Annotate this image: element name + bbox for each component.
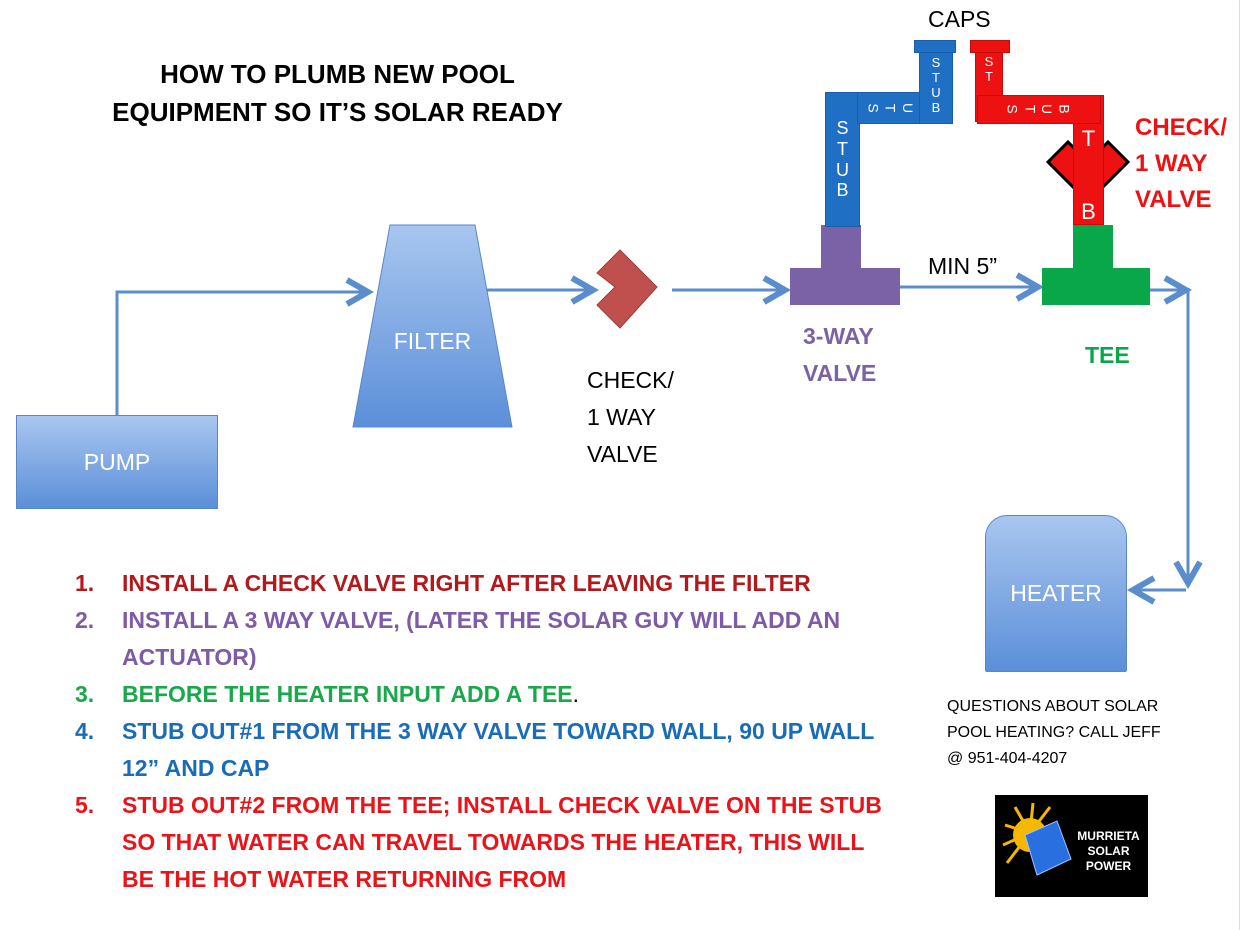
stub-letter: U xyxy=(1039,104,1056,115)
stub-letter: S xyxy=(984,54,994,69)
stub-letter: T xyxy=(1021,105,1038,114)
min-distance-label: MIN 5” xyxy=(928,253,997,279)
label-line: 1 WAY xyxy=(1135,150,1208,177)
tee-stem xyxy=(1073,225,1113,269)
step-2: 2. INSTALL A 3 WAY VALVE, (LATER THE SOLA… xyxy=(75,602,915,676)
murrieta-solar-logo: MURRIETA SOLAR POWER xyxy=(995,795,1148,897)
logo-text: SOLAR POWER xyxy=(1085,844,1132,873)
step-number: 2. xyxy=(75,607,95,633)
tee xyxy=(1042,268,1150,305)
label-line: CHECK/ xyxy=(1135,114,1228,141)
pump-box: PUMP xyxy=(16,415,218,509)
step-3: 3. BEFORE THE HEATER INPUT ADD A TEE. xyxy=(75,676,915,713)
pump-label: PUMP xyxy=(83,448,151,475)
heater-box: HEATER xyxy=(985,515,1127,672)
stub-letter: U xyxy=(900,102,916,114)
step-4: 4. STUB OUT#1 FROM THE 3 WAY VALVE TOWARD… xyxy=(75,713,915,787)
heater-label: HEATER xyxy=(1010,580,1102,606)
title-line: HOW TO PLUMB NEW POOL xyxy=(160,59,515,89)
stub-letter: U xyxy=(931,85,941,100)
three-way-valve xyxy=(790,268,900,305)
step-number: 3. xyxy=(75,681,95,707)
stub-letter: S xyxy=(931,55,941,71)
three-way-label: 3-WAY VALVE xyxy=(803,318,876,392)
stub-letter: B xyxy=(1057,104,1074,115)
check-valve-red-label: CHECK/ 1 WAY VALVE xyxy=(1135,110,1227,218)
contact-text: QUESTIONS ABOUT SOLAR POOL HEATING? CALL… xyxy=(947,694,1161,772)
tee-label: TEE xyxy=(1085,342,1130,368)
step-text: INSTALL A 3 WAY VALVE, (LATER THE SOLAR … xyxy=(122,607,841,670)
stub-letter: B xyxy=(931,99,941,115)
contact-line: QUESTIONS ABOUT SOLAR xyxy=(947,698,1159,715)
cap-2 xyxy=(970,40,1010,53)
step-text: STUB OUT#1 FROM THE 3 WAY VALVE TOWARD W… xyxy=(122,718,874,781)
step-number: 4. xyxy=(75,718,95,744)
stub-letter: T xyxy=(837,138,848,159)
step-text: BEFORE THE HEATER INPUT ADD A TEE xyxy=(122,681,573,707)
label-line: 1 WAY xyxy=(587,404,657,430)
step-text: INSTALL A CHECK VALVE RIGHT AFTER LEAVIN… xyxy=(122,570,811,596)
check-valve-label: CHECK/ 1 WAY VALVE xyxy=(587,362,674,473)
label-line: CHECK/ xyxy=(587,367,674,393)
step-5: 5. STUB OUT#2 FROM THE TEE; INSTALL CHECK… xyxy=(75,787,895,898)
step-suffix: . xyxy=(572,681,580,707)
filter-label: FILTER xyxy=(393,328,472,354)
three-way-valve-stem xyxy=(821,225,861,269)
sun-panel-icon xyxy=(1002,802,1072,876)
step-number: 1. xyxy=(75,570,95,596)
contact-line: POOL HEATING? CALL JEFF xyxy=(947,724,1161,741)
step-number: 5. xyxy=(75,792,95,818)
title-line: EQUIPMENT SO IT’S SOLAR READY xyxy=(112,97,563,127)
stub-letter: T xyxy=(1081,126,1096,151)
stub-letter: T xyxy=(932,70,940,86)
check-valve-icon xyxy=(596,249,658,329)
logo-text: MURRIETA xyxy=(1077,829,1140,843)
stub-letter: S xyxy=(865,103,882,113)
label-line: 3-WAY xyxy=(803,323,874,349)
label-line: VALVE xyxy=(803,360,877,386)
instructions-list: 1. INSTALL A CHECK VALVE RIGHT AFTER LEAV… xyxy=(75,565,915,898)
filter-shape xyxy=(352,224,513,428)
contact-phone: @ 951-404-4207 xyxy=(947,750,1068,767)
stub-letter: T xyxy=(985,68,993,84)
step-text: STUB OUT#2 FROM THE TEE; INSTALL CHECK V… xyxy=(122,792,882,892)
cap-1 xyxy=(914,40,956,53)
stub-letter: U xyxy=(836,159,849,180)
arrow-pump-filter xyxy=(115,292,368,415)
label-line: VALVE xyxy=(1135,186,1212,213)
stub-letter: S xyxy=(836,118,849,139)
page-title: HOW TO PLUMB NEW POOL EQUIPMENT SO IT’S … xyxy=(60,55,615,131)
stub-letter: S xyxy=(1005,104,1022,115)
stub-letter: T xyxy=(882,103,899,113)
step-1: 1. INSTALL A CHECK VALVE RIGHT AFTER LEAV… xyxy=(75,565,915,602)
stub-letter: B xyxy=(836,180,849,201)
stub-letter: B xyxy=(1081,198,1096,224)
label-line: VALVE xyxy=(587,441,658,467)
caps-label: CAPS xyxy=(928,6,991,32)
